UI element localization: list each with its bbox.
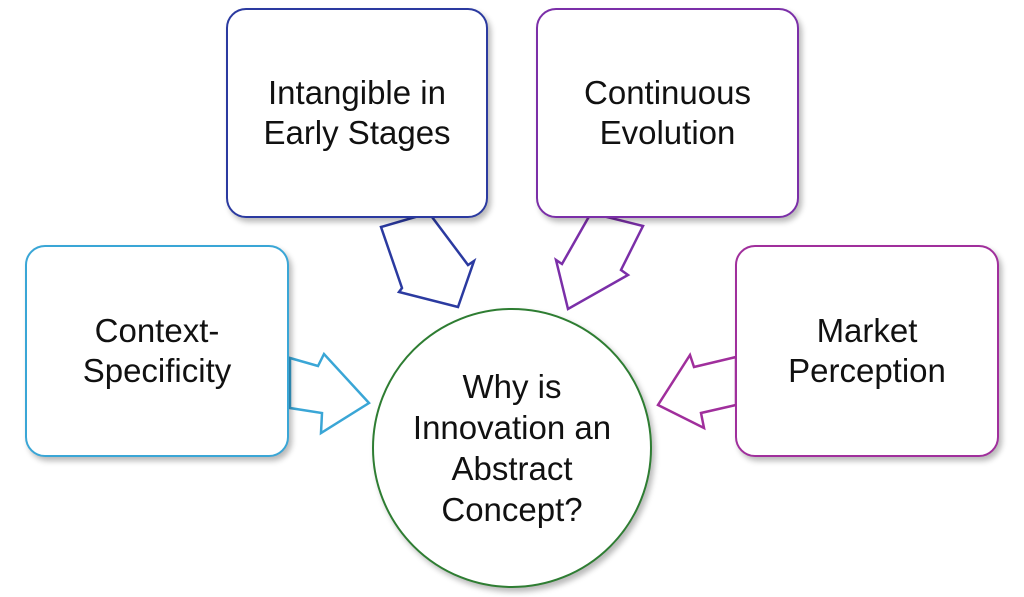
arrow-context-to-center	[288, 351, 371, 436]
node-context-label: Context-Specificity	[82, 311, 232, 389]
arrow-market-to-center	[656, 352, 738, 431]
arrow-evolution-to-center	[554, 211, 645, 311]
center-circle: Why is Innovation an Abstract Concept?	[372, 308, 652, 588]
arrow-intangible-to-center	[379, 211, 477, 309]
node-market-perception: Market Perception	[735, 245, 999, 457]
node-continuous-evolution: Continuous Evolution	[536, 8, 799, 218]
node-intangible-in-early-stages: Intangible in Early Stages	[226, 8, 488, 218]
center-label: Why is Innovation an Abstract Concept?	[412, 367, 612, 529]
node-intangible-label: Intangible in Early Stages	[263, 73, 451, 151]
node-context-specificity: Context-Specificity	[25, 245, 289, 457]
node-market-label: Market Perception	[788, 311, 946, 389]
node-evolution-label: Continuous Evolution	[584, 73, 751, 151]
